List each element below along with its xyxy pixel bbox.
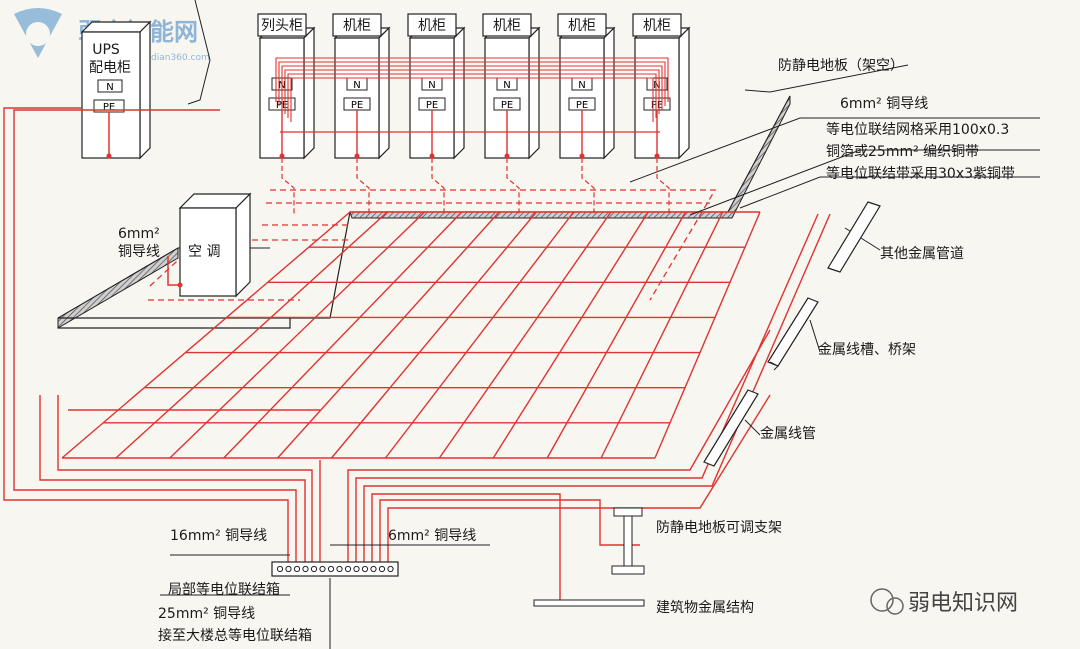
ups-n-terminal: N	[106, 82, 113, 93]
label-mesh-3: 等电位联结带采用30x3紫铜带	[826, 165, 1015, 182]
label-building-structure: 建筑物金属结构	[656, 600, 754, 616]
mesh-line-vertical	[654, 211, 761, 459]
server-cabinet: 机柜 N PE	[482, 13, 541, 214]
label-copper-16: 16mm² 铜导线	[170, 528, 267, 544]
ups-cabinet: UPS 配电柜 N PE	[80, 20, 152, 160]
underfloor-dashed-lines	[148, 189, 717, 301]
label-mesh-1: 等电位联结网格采用100x0.3	[826, 121, 1009, 138]
bonding-terminal	[319, 565, 326, 573]
air-conditioner-label: 空 调	[188, 244, 220, 260]
building-metal-structure	[533, 599, 645, 607]
mesh-line-vertical	[546, 211, 687, 459]
ups-pe-terminal: PE	[103, 102, 115, 113]
cabinet-pe-terminal: PE	[351, 100, 363, 111]
label-copper-6-top: 6mm² 铜导线	[840, 96, 928, 112]
cabinet-n-terminal: N	[428, 80, 435, 91]
cabinet-n-terminal: N	[353, 80, 360, 91]
bonding-terminal	[293, 565, 301, 573]
cabinet-label: 列头柜	[261, 18, 303, 34]
ups-cabinet-label-line2: 配电柜	[89, 60, 131, 76]
cabinet-pe-terminal: PE	[501, 100, 513, 111]
bonding-terminal	[285, 565, 292, 573]
cabinet-n-terminal: N	[578, 80, 585, 91]
label-tray: 金属线槽、桥架	[818, 342, 916, 358]
cabinet-label: 机柜	[418, 18, 446, 34]
mesh-line-vertical	[277, 211, 500, 459]
watermark-bottom-text: 弱电知识网	[908, 591, 1018, 616]
air-conditioner: 空 调	[167, 192, 252, 298]
mesh-line-vertical	[331, 211, 537, 459]
mesh-line-vertical	[600, 211, 724, 459]
label-conduit: 金属线管	[760, 426, 816, 442]
label-local-box: 局部等电位联结箱	[168, 581, 280, 598]
bonding-terminal	[344, 565, 352, 573]
mesh-line-vertical	[61, 211, 351, 459]
mesh-line-vertical	[384, 211, 575, 459]
server-cabinet: 机柜 N PE	[632, 13, 691, 214]
mesh-line-vertical	[223, 211, 463, 459]
cabinet-pe-terminal: PE	[651, 100, 663, 111]
cabinet-n-terminal: N	[503, 80, 510, 91]
server-cabinet: 机柜 N PE	[407, 13, 466, 214]
cabinet-pe-terminal: PE	[426, 100, 438, 111]
bonding-terminal	[302, 565, 309, 573]
ups-cabinet-label-line1: UPS	[92, 42, 120, 58]
cabinet-label: 机柜	[643, 18, 671, 34]
label-copper-6-bottom: 6mm² 铜导线	[388, 528, 476, 544]
metal-pipe	[827, 201, 881, 273]
local-bonding-box	[271, 561, 399, 577]
label-floor-board: 防静电地板（架空）	[778, 58, 904, 74]
metal-cable-tray	[767, 297, 819, 371]
mesh-line-vertical	[492, 211, 649, 459]
mesh-line-vertical	[169, 211, 426, 459]
server-cabinet: 机柜 N PE	[332, 13, 391, 214]
cabinet-pe-terminal: PE	[576, 100, 588, 111]
bonding-terminal	[370, 565, 377, 573]
bonding-terminal	[361, 565, 369, 573]
cabinet-label: 机柜	[568, 18, 596, 34]
equipotential-mesh-grid	[61, 211, 761, 459]
label-copper-6-left-2: 铜导线	[118, 244, 160, 260]
metal-conduit	[703, 389, 759, 467]
bonding-terminal	[276, 565, 284, 573]
bonding-terminal	[327, 565, 335, 573]
label-main-box: 接至大楼总等电位联结箱	[158, 627, 312, 644]
bonding-terminal	[310, 565, 318, 573]
label-copper-6-left-1: 6mm²	[118, 226, 160, 242]
cabinet-label: 机柜	[343, 18, 371, 34]
label-other-pipes: 其他金属管道	[880, 246, 964, 262]
label-mesh-2: 铜箔或25mm² 编织铜带	[826, 144, 979, 160]
bonding-terminal	[387, 565, 394, 573]
mesh-line-vertical	[438, 211, 612, 459]
bonding-conductors	[3, 107, 831, 600]
mesh-line-vertical	[115, 211, 388, 459]
bonding-terminal	[353, 565, 360, 573]
watermark-url: www.ruodian360.com	[112, 53, 210, 63]
cabinet-n-terminal: N	[653, 80, 660, 91]
label-copper-25: 25mm² 铜导线	[158, 606, 255, 622]
leader-lines	[160, 0, 1040, 649]
cabinet-label: 机柜	[493, 18, 521, 34]
server-cabinet: 机柜 N PE	[557, 13, 616, 214]
floor-support	[611, 507, 645, 575]
watermark-bottom: 弱电知识网	[870, 588, 1018, 616]
label-support: 防静电地板可调支架	[656, 520, 782, 536]
bonding-terminal	[378, 565, 386, 573]
bonding-terminal	[336, 565, 343, 573]
